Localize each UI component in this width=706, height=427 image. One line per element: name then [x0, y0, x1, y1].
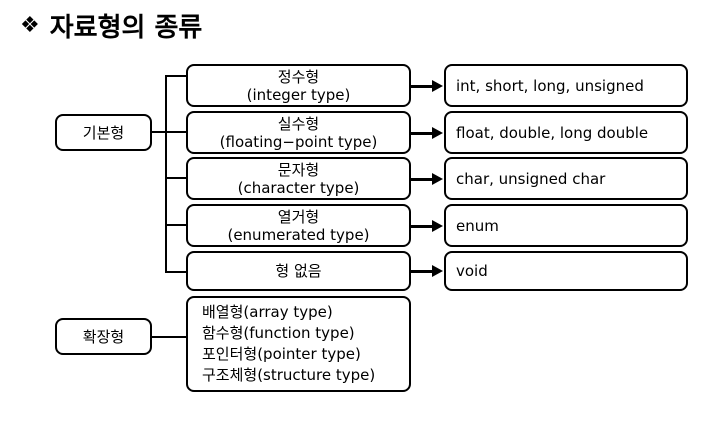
floating-point-type-english: (floating−point type) — [219, 132, 378, 151]
basic-connector-branch-4 — [165, 224, 186, 226]
enumerated-examples-box: enum — [444, 204, 688, 247]
void-type-name: 형 없음 — [275, 262, 322, 280]
pointer-type-item: 포인터형(pointer type) — [202, 345, 361, 363]
page-title-text: 자료형의 종류 — [49, 12, 203, 43]
enumerated-type-box: 열거형 (enumerated type) — [186, 204, 411, 247]
page-title: ❖ 자료형의 종류 — [20, 5, 202, 45]
basic-connector-branch-5 — [165, 271, 186, 273]
integer-type-box: 정수형 (integer type) — [186, 64, 411, 107]
basic-connector-spine — [165, 75, 167, 273]
basic-connector-branch-1 — [165, 75, 186, 77]
floating-point-examples: float, double, long double — [456, 123, 649, 142]
integer-examples-box: int, short, long, unsigned — [444, 64, 688, 107]
arrow-void-icon — [432, 265, 443, 277]
arrow-void-shaft — [411, 270, 433, 273]
arrow-integer-icon — [432, 80, 443, 92]
extended-connector-horizontal — [151, 336, 188, 338]
basic-connector-branch-2 — [165, 131, 186, 133]
character-examples: char, unsigned char — [456, 169, 606, 188]
arrow-enumerated-icon — [432, 220, 443, 232]
enumerated-examples: enum — [456, 216, 499, 235]
extended-type-category: 확장형 — [55, 318, 152, 355]
floating-point-examples-box: float, double, long double — [444, 111, 688, 154]
basic-type-category: 기본형 — [55, 114, 152, 151]
structure-type-item: 구조체형(structure type) — [202, 366, 376, 384]
arrow-floating-icon — [432, 127, 443, 139]
arrow-character-icon — [432, 173, 443, 185]
void-type-box: 형 없음 — [186, 251, 411, 291]
character-examples-box: char, unsigned char — [444, 157, 688, 200]
basic-connector-horizontal — [151, 131, 167, 133]
diamond-bullet-icon: ❖ — [20, 12, 40, 38]
floating-point-type-name: 실수형 — [277, 114, 320, 133]
character-type-name: 문자형 — [277, 160, 320, 179]
arrow-character-shaft — [411, 178, 433, 181]
array-type-item: 배열형(array type) — [202, 303, 333, 321]
integer-examples: int, short, long, unsigned — [456, 76, 644, 95]
character-type-box: 문자형 (character type) — [186, 157, 411, 200]
void-examples: void — [456, 262, 488, 280]
arrow-integer-shaft — [411, 85, 433, 88]
enumerated-type-name: 열거형 — [277, 207, 320, 226]
integer-type-english: (integer type) — [246, 85, 351, 104]
floating-point-type-box: 실수형 (floating−point type) — [186, 111, 411, 154]
arrow-enumerated-shaft — [411, 225, 433, 228]
void-examples-box: void — [444, 251, 688, 291]
integer-type-name: 정수형 — [277, 67, 320, 86]
basic-type-category-label: 기본형 — [82, 123, 125, 142]
extended-types-box: 배열형(array type) 함수형(function type) 포인터형(… — [186, 296, 411, 392]
character-type-english: (character type) — [237, 178, 360, 197]
function-type-item: 함수형(function type) — [202, 324, 355, 342]
basic-connector-branch-3 — [165, 177, 186, 179]
arrow-floating-shaft — [411, 132, 433, 135]
enumerated-type-english: (enumerated type) — [227, 225, 370, 244]
extended-type-category-label: 확장형 — [82, 327, 125, 346]
